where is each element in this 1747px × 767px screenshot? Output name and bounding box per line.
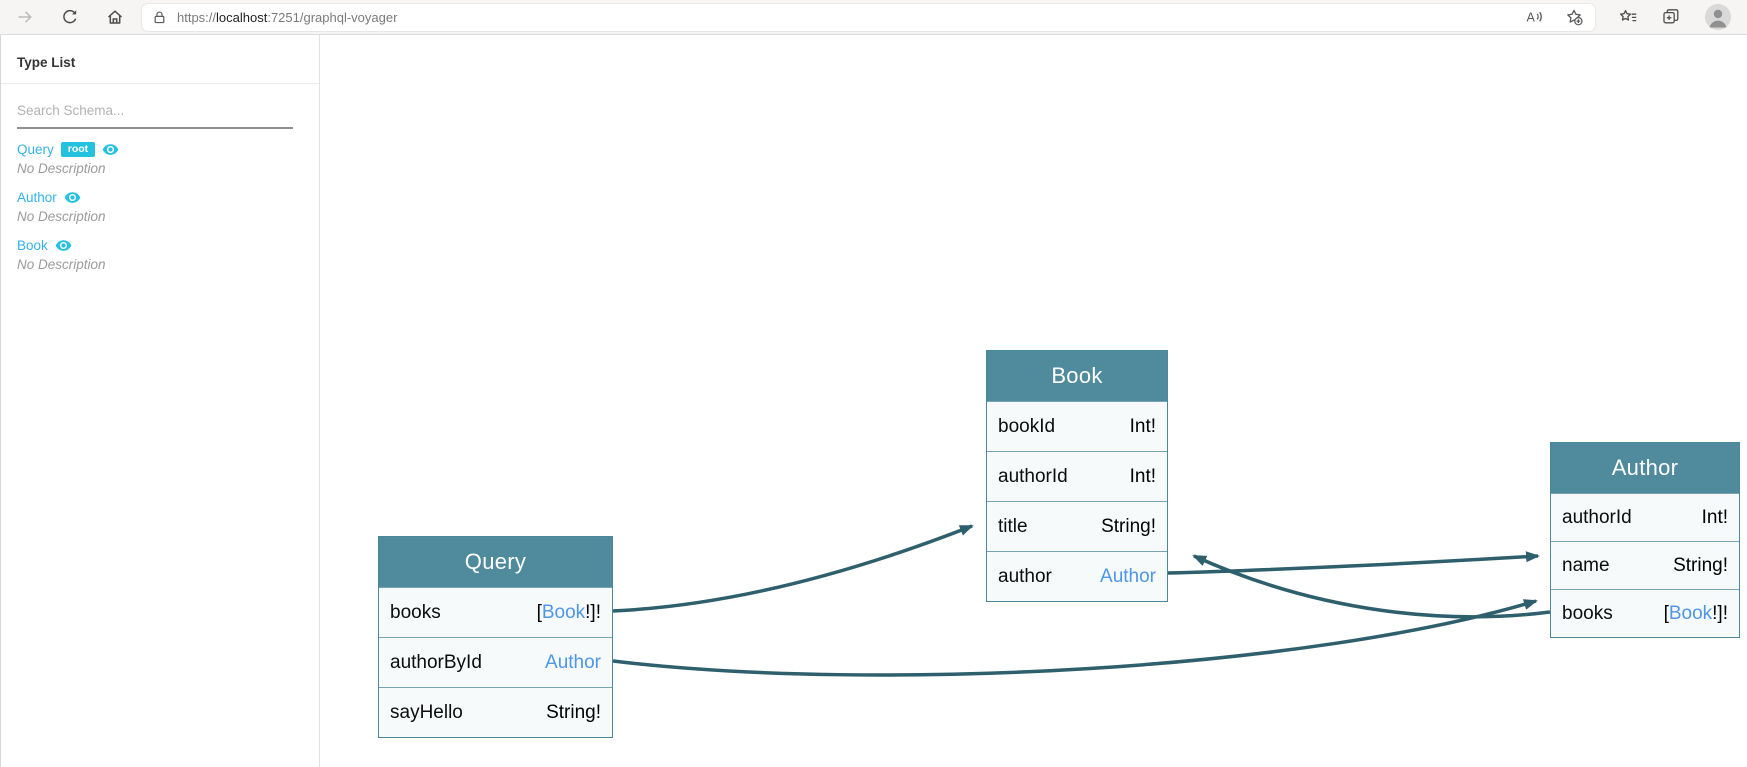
type-list-item: Query root No Description (17, 141, 303, 176)
field-row[interactable]: books [Book!]! (379, 587, 612, 637)
forward-icon[interactable] (16, 8, 34, 26)
type-node-query[interactable]: Query books [Book!]! authorById Author sayHel… (378, 536, 613, 738)
field-row[interactable]: sayHello String! (379, 687, 612, 737)
type-link[interactable]: Author (17, 190, 57, 205)
field-type: Int! (1129, 415, 1156, 437)
refresh-icon[interactable] (61, 8, 79, 26)
type-link[interactable]: Book (17, 238, 48, 253)
edge-author-books-to-book[interactable] (1192, 554, 1551, 619)
field-row[interactable]: authorId Int! (1551, 493, 1739, 541)
edge-book-author-to-author[interactable] (1167, 551, 1540, 575)
read-aloud-icon[interactable]: A (1525, 8, 1543, 26)
field-type: Author (545, 652, 601, 674)
field-type: [Book!]! (536, 601, 601, 623)
favorites-icon[interactable] (1619, 8, 1637, 26)
field-row[interactable]: author Author (987, 551, 1167, 601)
field-name: authorId (1562, 506, 1632, 528)
field-name: authorId (998, 465, 1068, 487)
field-name: name (1562, 554, 1610, 576)
panel-title: Type List (17, 55, 76, 70)
type-description: No Description (17, 161, 106, 176)
eye-icon[interactable] (64, 189, 81, 206)
field-type: String! (1673, 554, 1728, 576)
type-node-author[interactable]: Author authorId Int! name String! books [Book!… (1550, 442, 1740, 638)
field-type: Int! (1701, 506, 1728, 528)
person-icon (1705, 4, 1731, 30)
favorite-add-icon[interactable] (1565, 8, 1583, 26)
type-description: No Description (17, 209, 106, 224)
field-name: title (998, 515, 1028, 537)
eye-icon[interactable] (55, 237, 72, 254)
field-name: books (1562, 602, 1613, 624)
svg-text:A: A (1527, 11, 1536, 25)
field-type: Author (1100, 566, 1156, 588)
edge-query-books-to-book[interactable] (612, 524, 974, 613)
root-badge: root (60, 141, 96, 158)
address-bar[interactable]: https://localhost:7251/graphql-voyager A (142, 3, 1595, 31)
field-type: [Book!]! (1663, 602, 1728, 624)
field-name: sayHello (390, 701, 463, 723)
lock-icon[interactable] (152, 10, 167, 25)
field-name: authorById (390, 651, 482, 673)
graph-canvas[interactable]: Query books [Book!]! authorById Author sayHel… (320, 35, 1747, 767)
relationship-edges (612, 524, 1551, 677)
url-text[interactable]: https://localhost:7251/graphql-voyager (177, 9, 398, 25)
type-reference-link[interactable]: Author (545, 651, 601, 673)
node-title[interactable]: Query (379, 537, 612, 587)
type-description: No Description (17, 257, 106, 272)
type-reference-link[interactable]: Book (1668, 602, 1713, 624)
field-type: Int! (1129, 465, 1156, 487)
node-title[interactable]: Author (1551, 443, 1739, 493)
edge-query-authorbyid-to-author[interactable] (612, 599, 1538, 677)
browser-toolbar: https://localhost:7251/graphql-voyager A (0, 0, 1747, 35)
eye-icon[interactable] (102, 141, 119, 158)
type-link[interactable]: Query (17, 142, 54, 157)
field-row[interactable]: name String! (1551, 541, 1739, 589)
type-reference-link[interactable]: Author (1100, 565, 1156, 587)
field-row[interactable]: authorId Int! (987, 451, 1167, 501)
field-type: String! (1101, 515, 1156, 537)
field-row[interactable]: books [Book!]! (1551, 589, 1739, 637)
type-list-item: Book No Description (17, 237, 303, 272)
divider (1, 83, 319, 84)
type-reference-link[interactable]: Book (541, 601, 586, 623)
node-title[interactable]: Book (987, 351, 1167, 401)
field-row[interactable]: authorById Author (379, 637, 612, 687)
field-type: String! (546, 701, 601, 723)
field-name: books (390, 601, 441, 623)
collections-icon[interactable] (1662, 8, 1680, 26)
field-name: author (998, 565, 1052, 587)
search-schema-input[interactable] (17, 97, 293, 129)
field-row[interactable]: title String! (987, 501, 1167, 551)
profile-avatar[interactable] (1705, 4, 1731, 30)
home-icon[interactable] (106, 8, 124, 26)
type-list-item: Author No Description (17, 189, 303, 224)
field-name: bookId (998, 415, 1056, 437)
field-row[interactable]: bookId Int! (987, 401, 1167, 451)
